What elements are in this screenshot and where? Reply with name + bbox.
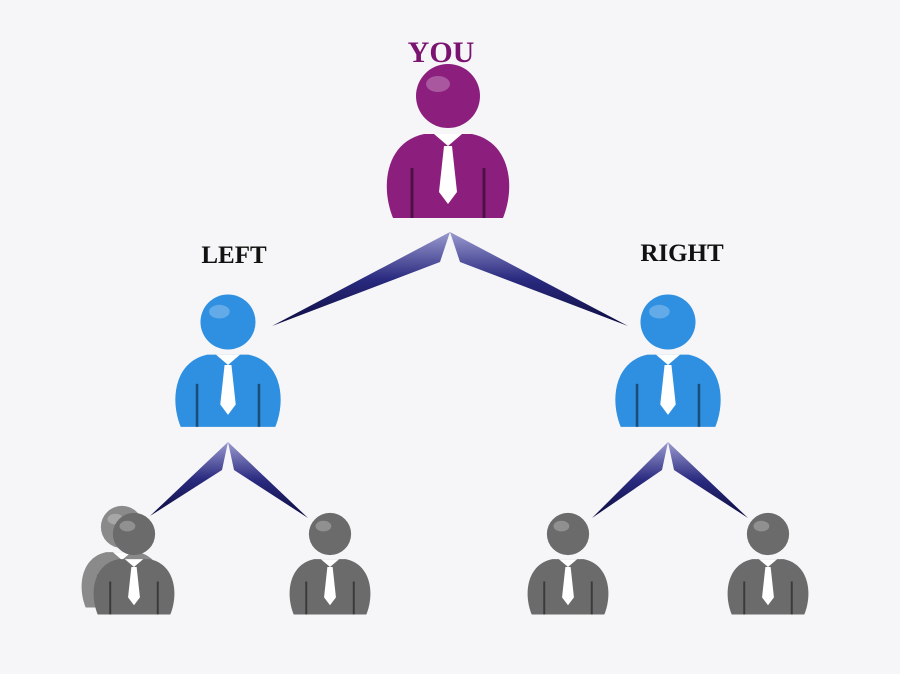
person-right-right-icon[interactable] [726, 511, 810, 616]
connector-left-children-a [150, 442, 228, 516]
person-left-icon[interactable] [174, 293, 282, 429]
person-right-icon[interactable] [614, 293, 722, 429]
connector-you-left [272, 232, 450, 326]
connector-you-right [450, 232, 628, 326]
connector-left-children-b [228, 442, 308, 518]
label-right: RIGHT [640, 240, 724, 267]
connector-right-children-a [592, 442, 668, 518]
person-left-right-icon[interactable] [288, 511, 372, 616]
connector-right-children-b [668, 442, 748, 518]
person-right-left-icon[interactable] [526, 511, 610, 616]
label-you: YOU [408, 36, 475, 69]
person-you-icon[interactable] [385, 62, 511, 220]
label-left: LEFT [201, 242, 267, 269]
